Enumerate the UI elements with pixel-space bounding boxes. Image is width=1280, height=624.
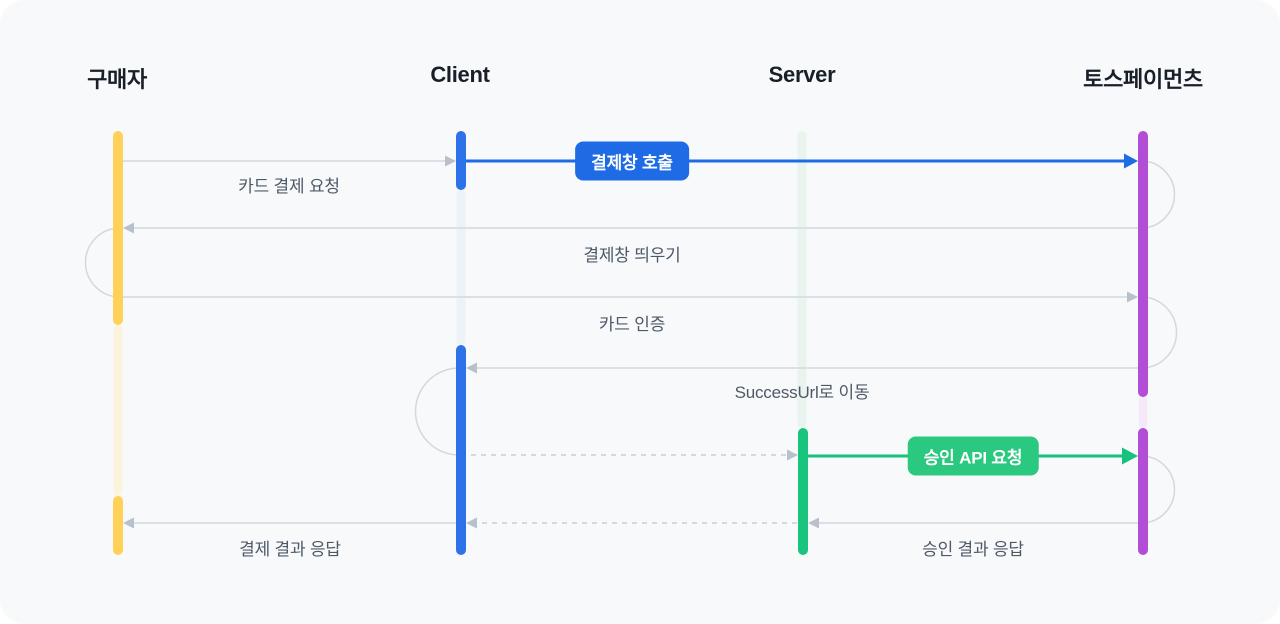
label-card-payment-request: 카드 결제 요청	[238, 177, 340, 196]
arrowhead-to-buyer-2	[123, 517, 134, 529]
arrowhead-to-client-2	[466, 362, 477, 374]
arrowhead-to-server-dashed	[787, 449, 798, 461]
buyer-lifeline-faint	[113, 325, 123, 496]
loop-buyer-left	[84, 227, 121, 298]
client-activation-bar-2	[456, 345, 466, 555]
badge-open-payment-window: 결제창 호출	[575, 141, 689, 181]
arrowhead-to-tosspayments-1	[1127, 291, 1138, 303]
arrowhead-to-client-1	[445, 155, 456, 167]
loop-client-left	[414, 367, 460, 456]
arrowhead-to-server-result	[808, 517, 819, 529]
arrowhead-to-client-dashed	[466, 517, 477, 529]
loop-tosspayments-right-1	[1140, 160, 1176, 229]
tosspayments-activation-bar-1	[1138, 131, 1148, 397]
label-show-payment-window: 결제창 띄우기	[583, 246, 681, 265]
actor-client: Client	[430, 62, 490, 87]
tosspayments-activation-bar-2	[1138, 428, 1148, 555]
badge-approve-api-request: 승인 API 요청	[907, 436, 1039, 476]
server-lifeline-faint	[797, 131, 807, 428]
actor-server: Server	[768, 62, 836, 87]
label-payment-result: 결제 결과 응답	[239, 540, 341, 559]
arrowhead-blue-to-tosspayments	[1124, 153, 1138, 169]
server-activation-bar	[798, 428, 808, 555]
loop-tosspayments-right-2	[1140, 296, 1178, 369]
arrowhead-to-buyer-1	[123, 222, 134, 234]
actor-buyer: 구매자	[87, 67, 147, 92]
loop-tosspayments-right-3	[1140, 455, 1176, 524]
label-card-auth: 카드 인증	[598, 315, 666, 334]
buyer-activation-bar-2	[113, 496, 123, 555]
tosspayments-lifeline-faint	[1138, 397, 1148, 428]
label-approve-result: 승인 결과 응답	[922, 540, 1024, 559]
arrowhead-green-to-tosspayments	[1122, 447, 1138, 465]
label-successurl-redirect: SuccessUrl로 이동	[734, 383, 870, 402]
client-activation-bar-1	[456, 131, 466, 190]
actor-tosspayments: 토스페이먼츠	[1083, 67, 1203, 92]
client-lifeline-faint	[456, 190, 466, 345]
buyer-activation-bar-1	[113, 131, 123, 325]
